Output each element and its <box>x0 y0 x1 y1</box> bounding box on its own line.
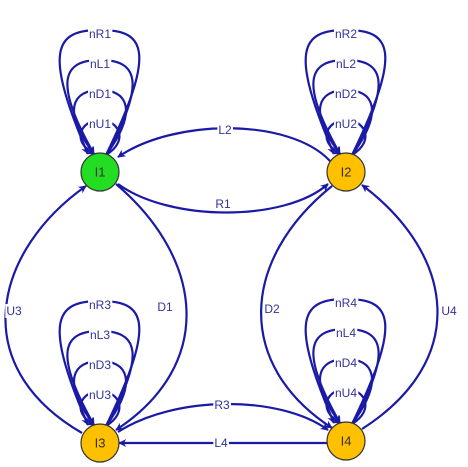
state-label-I2: I2 <box>341 165 352 180</box>
state-node-I4[interactable] <box>326 421 366 461</box>
state-label-I3: I3 <box>95 436 106 451</box>
edge-label-R1: R1 <box>215 197 231 211</box>
edge-label-nL1: nL1 <box>90 57 110 71</box>
self-loop-nL3 <box>66 329 134 427</box>
edge-label-nL2-bg <box>334 57 358 71</box>
edge-label-nU4: nU4 <box>335 386 357 400</box>
edge-label-nL1-bg <box>88 57 112 71</box>
state-node-I1[interactable] <box>80 152 120 192</box>
edge-label-nD4: nD4 <box>335 356 357 370</box>
edge-label-nU3: nU3 <box>89 388 111 402</box>
edge-U4 <box>361 184 439 430</box>
edge-label-nU4-bg <box>333 386 359 400</box>
self-loop-nL4 <box>312 327 380 425</box>
edge-label-nU2: nU2 <box>335 117 357 131</box>
edge-label-nL4: nL4 <box>336 326 356 340</box>
edge-label-U4-bg <box>440 304 458 318</box>
edge-R1 <box>117 183 329 214</box>
self-loop-nL1 <box>66 58 134 156</box>
edge-label-R3-bg <box>213 398 231 412</box>
edge-label-R1-bg <box>214 197 232 211</box>
edge-label-nL4-bg <box>334 326 358 340</box>
edge-label-L2: L2 <box>218 123 232 137</box>
edge-label-U3: U3 <box>6 304 22 318</box>
edge-label-U3-bg <box>5 304 23 318</box>
edge-D2 <box>260 185 333 429</box>
edge-label-R3: R3 <box>214 398 230 412</box>
edge-label-nL3: nL3 <box>90 328 110 342</box>
state-label-I4: I4 <box>341 434 352 449</box>
edge-label-D2: D2 <box>264 302 280 316</box>
edge-label-nD3: nD3 <box>89 358 111 372</box>
edge-label-nD3-bg <box>87 358 113 372</box>
edge-label-nR4-bg <box>333 296 359 310</box>
edge-label-nU3-bg <box>87 388 113 402</box>
edge-label-L2-bg <box>217 123 233 137</box>
edge-label-nR3-bg <box>87 298 113 312</box>
edge-label-nD4-bg <box>333 356 359 370</box>
self-loop-nL2 <box>312 58 380 156</box>
edge-label-nD2: nD2 <box>335 87 357 101</box>
edge-label-U4: U4 <box>441 304 457 318</box>
edge-D1 <box>115 183 188 431</box>
edge-label-nR1-bg <box>87 27 113 41</box>
state-node-I3[interactable] <box>80 423 120 463</box>
edge-label-nU2-bg <box>333 117 359 131</box>
edge-label-D1: D1 <box>157 300 173 314</box>
edge-label-nD1: nD1 <box>89 87 111 101</box>
edge-label-nR4: nR4 <box>335 296 357 310</box>
edge-label-nL2: nL2 <box>336 57 356 71</box>
edge-label-nD2-bg <box>333 87 359 101</box>
edge-label-L4-bg <box>213 436 229 450</box>
edge-label-nR2-bg <box>333 27 359 41</box>
edge-label-L4: L4 <box>214 436 228 450</box>
edge-label-nD1-bg <box>87 87 113 101</box>
edge-label-nL3-bg <box>88 328 112 342</box>
edge-label-nR1: nR1 <box>89 27 111 41</box>
edge-label-D1-bg <box>156 300 174 314</box>
edge-label-D2-bg <box>263 302 281 316</box>
state-node-I2[interactable] <box>326 152 366 192</box>
edge-label-nU1-bg <box>87 117 113 131</box>
edge-label-nR3: nR3 <box>89 298 111 312</box>
state-label-I1: I1 <box>95 165 106 180</box>
edge-label-nU1: nU1 <box>89 117 111 131</box>
edge-label-nR2: nR2 <box>335 27 357 41</box>
